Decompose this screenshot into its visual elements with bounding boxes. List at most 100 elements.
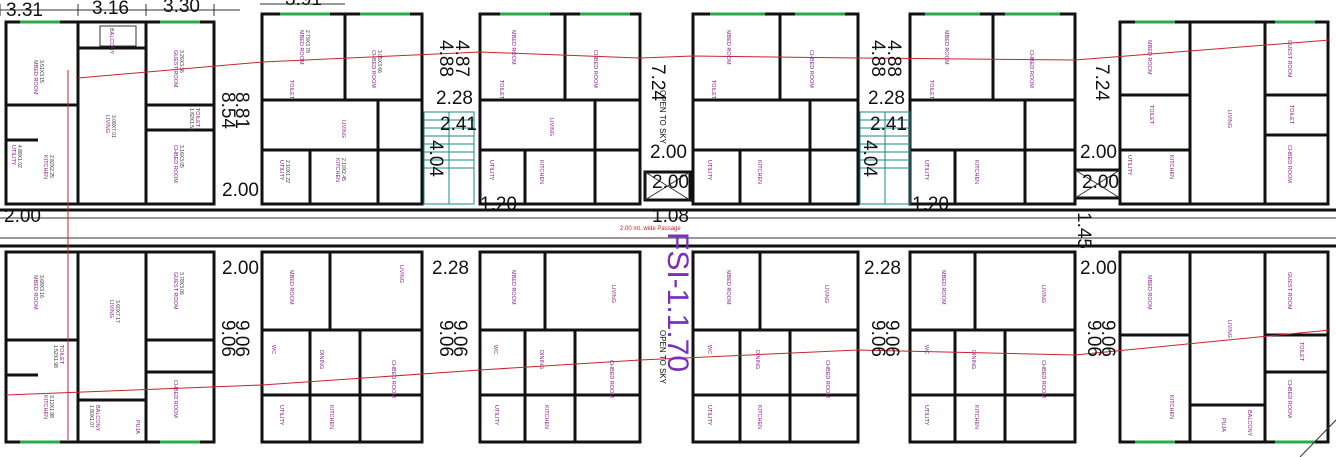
label-chbed-u5: CHBED ROOM	[1028, 50, 1034, 88]
label-guest-u6: GUEST ROOM	[1286, 40, 1292, 78]
label-kitchen-b1: KITCHEN	[42, 395, 48, 419]
between-dimensions: 4.88 4.87 2.28 2.41 4.04 1.20 7.24 2.00 …	[425, 40, 1119, 249]
label-kitchen-b5: KITCHEN	[973, 405, 979, 429]
label-living-u3: LIVING	[548, 118, 554, 136]
label-utility-b2: UTILITY	[278, 405, 284, 426]
dim-9-06-e: 9.06	[881, 320, 902, 357]
size-chbed-tl: 3.16X3.05	[178, 145, 184, 168]
side-dimensions: 8.81 8.54 2.00 2.00 2.00 9.06 9.06 2.28 …	[4, 92, 1118, 357]
dim-8-81: 8.81	[231, 92, 252, 129]
label-kitchen-b2: KITCHEN	[328, 405, 334, 429]
label-balcony-b6: BALCONY	[1246, 410, 1252, 437]
label-toilet-b6: TOILET	[1298, 342, 1304, 362]
label-guest-b6: GUEST ROOM	[1286, 272, 1292, 310]
lift-left	[643, 170, 692, 202]
label-chbed-b2: CHBED ROOM	[390, 360, 396, 398]
top-dim-2: 3.16	[92, 0, 129, 19]
dim-2-00-c: 2.00	[1080, 142, 1117, 163]
label-kitchen-u4: KITCHEN	[756, 160, 762, 184]
label-living-b6: LIVING	[1226, 320, 1232, 338]
label-living-u6: LIVING	[1226, 110, 1232, 128]
label-living-b5: LIVING	[1040, 285, 1046, 303]
room-labels-unit-5: MBED ROOM CHBED ROOM KITCHEN UTILITY TOI…	[923, 30, 1034, 184]
label-chbed-b5: CHBED ROOM	[1040, 360, 1046, 398]
label-toilet-u6b: TOILET	[1148, 105, 1154, 125]
room-labels-unit-3: MBED ROOM CHBED ROOM KITCHEN UTILITY TOI…	[488, 30, 667, 184]
dim-9-06-g: 9.06	[1097, 320, 1118, 357]
dim-9-06-a: 9.06	[231, 320, 252, 357]
label-kitchen-u6: KITCHEN	[1168, 155, 1174, 179]
lift-right	[1073, 168, 1122, 200]
dim-2-00-right-bottom: 2.00	[1080, 258, 1117, 279]
size-utility-tl: 4.88X1.02	[16, 145, 22, 168]
label-mbed-b6: MBED ROOM	[1146, 275, 1152, 310]
label-utility-u3: UTILITY	[488, 160, 494, 181]
label-kitchen-b4: KITCHEN	[756, 405, 762, 429]
label-chbed-b4: CHBED ROOM	[824, 360, 830, 398]
label-utility-u2: UTILITY	[278, 160, 284, 181]
label-chbed-b3: CHBED ROOM	[608, 360, 614, 398]
dim-8-54: 8.54	[217, 92, 238, 129]
top-dimension-strip: 3.31 3.16 3.30 3.91	[0, 0, 345, 21]
label-wc-b3: WC	[492, 345, 498, 354]
size-toilet-b1: 1.52X1.98	[52, 345, 58, 368]
label-balcony-tl: BALCONY	[108, 28, 114, 55]
dim-2-00-left-bottom: 2.00	[222, 258, 259, 279]
label-puja-b6: PUJA	[1220, 418, 1226, 432]
room-labels-unit-6: MBED ROOM GUEST ROOM LIVING KITCHEN UTIL…	[1126, 40, 1294, 183]
label-mbed-b4: MBED ROOM	[725, 270, 731, 305]
bottom-row-units	[4, 250, 1330, 444]
label-chbed-b1: CHBED ROOM	[172, 380, 178, 418]
label-utility-u4: UTILITY	[706, 160, 712, 181]
size-chbed-u2: 3.05X3.66	[376, 50, 382, 73]
dim-4-88-a: 4.88	[435, 40, 456, 77]
size-balcony-b1: 1.80X1.07	[88, 405, 94, 428]
open-to-sky-top: OPEN TO SKY	[658, 90, 667, 145]
window-markers	[20, 12, 1315, 444]
label-guest-b1: GUEST ROOM	[172, 272, 178, 310]
dim-2-41-b: 2.41	[870, 114, 907, 135]
label-dining-b3: DINING	[538, 350, 544, 369]
size-guest-b1: 3.78X3.06	[178, 272, 184, 295]
dim-2-00-left-top: 2.00	[222, 180, 259, 201]
dim-4-04-b: 4.04	[859, 140, 880, 177]
label-mbed-b1: MBED ROOM	[32, 275, 38, 310]
label-kitchen-b3: KITCHEN	[543, 405, 549, 429]
label-living-u2: LIVING	[340, 120, 346, 138]
dim-2-28-a: 2.28	[436, 88, 473, 109]
label-wc-b2: WC	[270, 345, 276, 354]
label-chbed-u3: CHBED ROOM	[592, 50, 598, 88]
top-dim-4: 3.91	[285, 0, 322, 10]
open-to-sky-bottom: OPEN TO SKY	[658, 330, 667, 385]
red-grid-lines	[5, 39, 1331, 440]
stair-right	[859, 111, 911, 205]
dim-4-87: 4.87	[451, 40, 472, 77]
size-toilet-tl: 1.82X1.53	[188, 108, 194, 131]
size-kitchen-b1: 3.12X1.98	[48, 395, 54, 418]
dim-2-00-b: 2.00	[652, 172, 689, 193]
label-kitchen-u5: KITCHEN	[973, 160, 979, 184]
label-mbed-b3: MBED ROOM	[510, 270, 516, 305]
dim-4-88-b: 4.88	[867, 40, 888, 77]
dim-1-45: 1.45	[1073, 212, 1094, 249]
label-mbed-u5: MBED ROOM	[943, 30, 949, 65]
label-living-b2: LIVING	[398, 265, 404, 283]
dim-9-06-b: 9.06	[217, 320, 238, 357]
size-guest-tl: 3.26X3.36	[178, 50, 184, 73]
room-labels-unit-2: MBED ROOM 2.79X3.78 CHBED ROOM 3.05X3.66…	[278, 30, 382, 183]
dim-2-00-left-passage: 2.00	[4, 206, 41, 227]
size-mbed-u2: 2.79X3.78	[304, 30, 310, 53]
passage-label: 2.00 mt. wide Passage	[620, 226, 681, 232]
label-utility-u6: UTILITY	[1126, 155, 1132, 176]
size-kitchen-tl: 2.82X2.25	[48, 155, 54, 178]
label-living-b3: LIVING	[610, 285, 616, 303]
label-utility-b5: UTILITY	[923, 405, 929, 426]
label-mbed-u2: MBED ROOM	[298, 30, 304, 65]
label-dining-b4: DINING	[754, 350, 760, 369]
size-living-b1: 3.60X7.17	[114, 300, 120, 323]
label-wc-b4: WC	[706, 345, 712, 354]
label-kitchen-tl: KITCHEN	[42, 155, 48, 179]
label-guest-tl: GUEST ROOM	[172, 50, 178, 88]
size-living-tl: 3.08X7.01	[110, 115, 116, 138]
